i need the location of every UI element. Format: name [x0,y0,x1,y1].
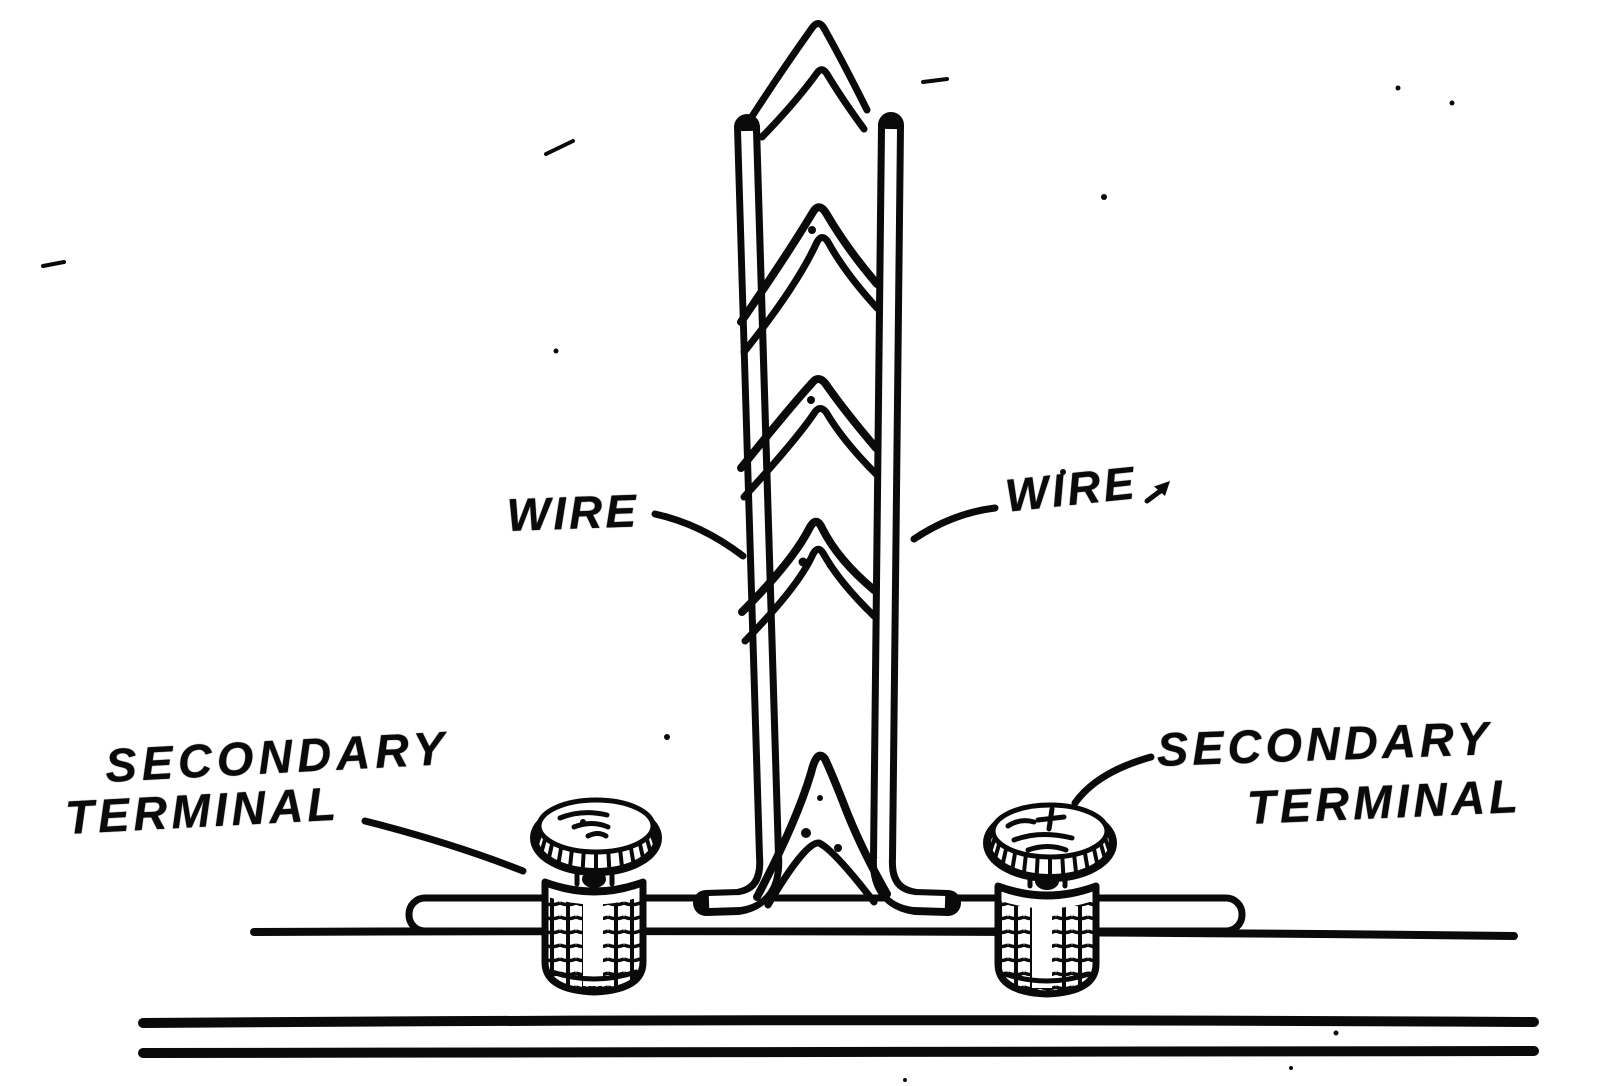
spark-arc-4 [738,517,878,645]
spark-arcs [737,20,891,909]
leader-wire-left [651,510,747,560]
label-wire-right: WIRE [1002,456,1140,522]
terminal-post-right [983,802,1117,998]
label-secondary-terminal-right-line1: SECONDARY [1155,711,1494,776]
leader-terminal-left [361,817,527,875]
label-secondary-terminal-right-line2: TERMINAL [1245,769,1523,834]
scan-specks [41,77,1455,1082]
terminal-post-left [530,797,662,996]
spark-arc-3 [737,375,880,501]
wire-right-line [869,112,961,916]
small-arrow-icon [1144,481,1170,504]
leader-wire-right [910,504,999,543]
post-highlight [583,896,603,986]
post-highlight [1032,900,1052,988]
base-surface-lines [138,1015,1539,1058]
leader-lines [361,481,1170,875]
spark-arc-bottom [753,751,891,909]
spark-arc-2 [737,203,881,356]
connecting-strip [405,894,1246,935]
label-wire-left: WIRE [505,484,640,541]
leader-terminal-right [1071,753,1155,807]
wire-left-line [693,114,783,916]
spark-arc-top [745,20,871,141]
